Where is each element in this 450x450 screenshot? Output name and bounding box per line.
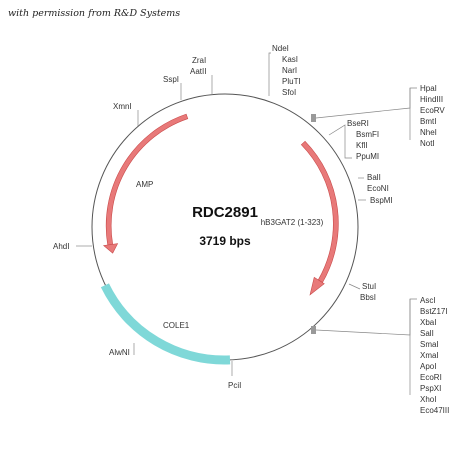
site-stui: StuI <box>362 282 376 291</box>
site-ppumi: PpuMI <box>356 152 379 161</box>
site-hindiii: HindIII <box>420 95 443 104</box>
site-alwni: AlwNI <box>109 348 130 357</box>
site-pcii: PciI <box>228 381 241 390</box>
insert-label: hB3GAT2 (1-323) <box>261 218 324 227</box>
site-ndei: NdeI <box>272 44 289 53</box>
cole1-label: COLE1 <box>163 321 190 330</box>
amp-arrow-head <box>102 243 119 254</box>
site-sspi: SspI <box>163 75 179 84</box>
site-bali: BalI <box>367 173 381 182</box>
site-sali: SalI <box>420 329 434 338</box>
leader-right-lower <box>315 298 417 336</box>
site-ecorv: EcoRV <box>420 106 445 115</box>
site-bbsi: BbsI <box>360 293 376 302</box>
site-ecori: EcoRI <box>420 373 442 382</box>
cole1-feature <box>100 283 231 365</box>
site-zrai: ZraI <box>192 56 206 65</box>
site-bstz17i: BstZ17I <box>420 307 448 316</box>
site-cluster-tick-lower <box>311 326 316 334</box>
site-kfli: KflI <box>356 141 368 150</box>
permission-credit: with permission from R&D Systems <box>8 8 181 19</box>
site-bsmfi: BsmFI <box>356 130 379 139</box>
site-smai: SmaI <box>420 340 439 349</box>
leader-right-upper <box>315 87 417 119</box>
site-xbai: XbaI <box>420 318 436 327</box>
site-apoi: ApoI <box>420 362 436 371</box>
site-pluti: PluTI <box>282 77 301 86</box>
amp-label: AMP <box>136 180 153 189</box>
site-hpai: HpaI <box>420 84 437 93</box>
site-xmni: XmnI <box>113 102 132 111</box>
site-sfoi: SfoI <box>282 88 296 97</box>
site-aatii: AatII <box>190 67 206 76</box>
site-bspmi: BspMI <box>370 196 393 205</box>
site-kasi: KasI <box>282 55 298 64</box>
site-ahdi: AhdI <box>53 242 69 251</box>
site-nhei: NheI <box>420 128 437 137</box>
site-nari: NarI <box>282 66 297 75</box>
leader-right-mid <box>328 124 352 159</box>
insert-arrow-body <box>300 140 339 283</box>
site-bmti: BmtI <box>420 117 436 126</box>
site-pspxi: PspXI <box>420 384 441 393</box>
site-bseri: BseRI <box>347 119 369 128</box>
site-econi: EcoNI <box>367 184 389 193</box>
site-eco47iii: Eco47III <box>420 406 449 415</box>
site-noti: NotI <box>420 139 435 148</box>
site-xhoi: XhoI <box>420 395 436 404</box>
insert-arrow-head <box>309 276 325 296</box>
plasmid-size: 3719 bps <box>199 234 251 248</box>
site-cluster-tick-upper <box>311 114 316 122</box>
plasmid-name: RDC2891 <box>192 204 258 221</box>
site-asci: AscI <box>420 296 436 305</box>
leader-stui-bbsi <box>348 283 361 290</box>
site-xmai: XmaI <box>420 351 439 360</box>
leader-top-cluster <box>268 52 271 96</box>
